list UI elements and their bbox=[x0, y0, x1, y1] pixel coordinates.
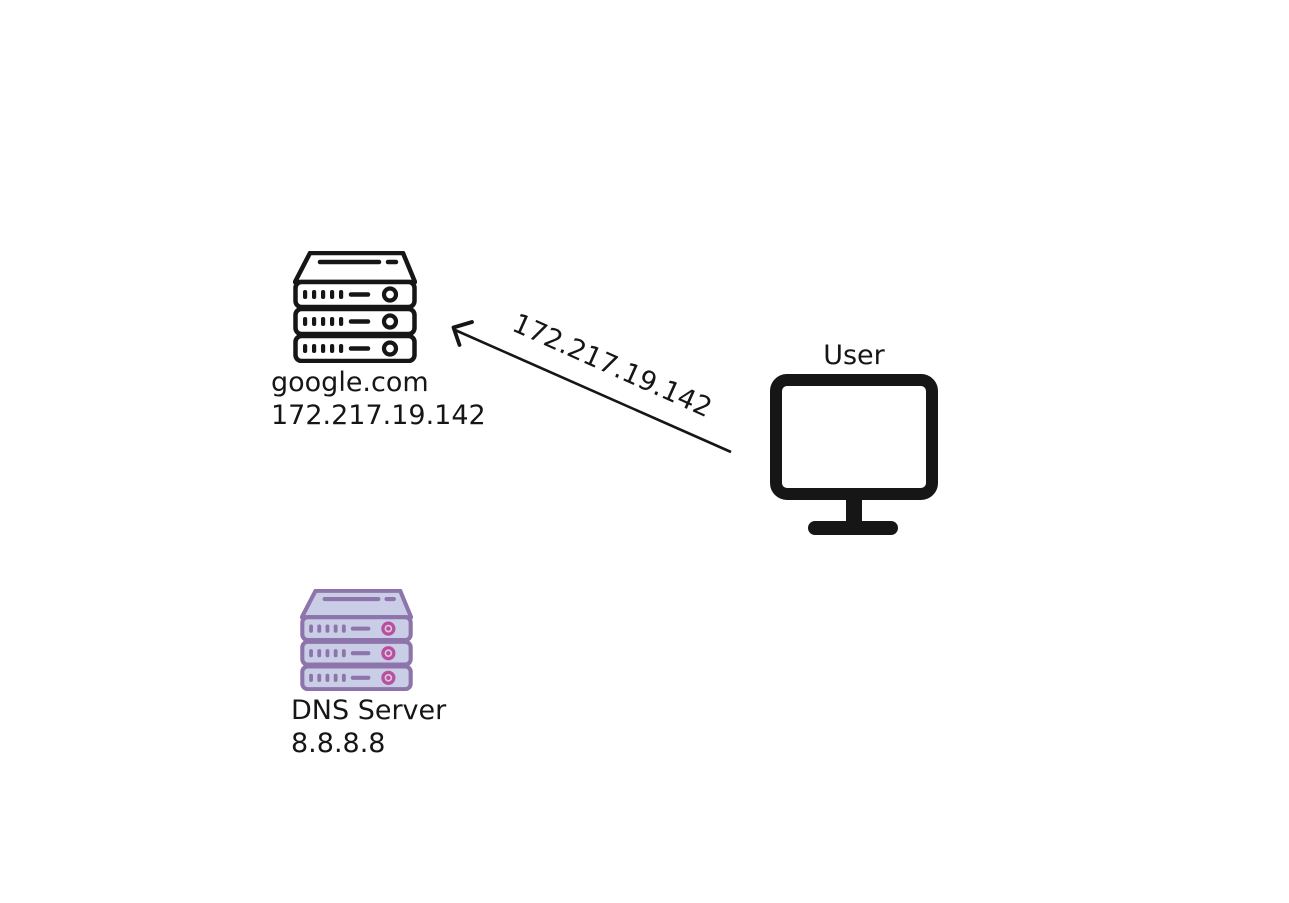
node-user bbox=[769, 373, 939, 539]
node-ip: 8.8.8.8 bbox=[291, 728, 386, 759]
arrow-user-to-google bbox=[451, 320, 732, 454]
dns-server-rack-icon bbox=[299, 588, 414, 692]
node-dns-server bbox=[299, 588, 414, 695]
node-ip: 172.217.19.142 bbox=[271, 400, 486, 431]
node-label: google.com bbox=[271, 367, 429, 398]
node-google-server bbox=[292, 250, 418, 367]
user-label: User bbox=[823, 340, 885, 371]
arrowhead-icon bbox=[451, 320, 474, 347]
dns-server-labels: DNS Server 8.8.8.8 bbox=[291, 694, 446, 760]
node-label: DNS Server bbox=[291, 695, 447, 726]
server-rack-icon bbox=[292, 250, 418, 364]
monitor-icon bbox=[770, 374, 938, 535]
google-server-labels: google.com 172.217.19.142 bbox=[271, 366, 486, 432]
